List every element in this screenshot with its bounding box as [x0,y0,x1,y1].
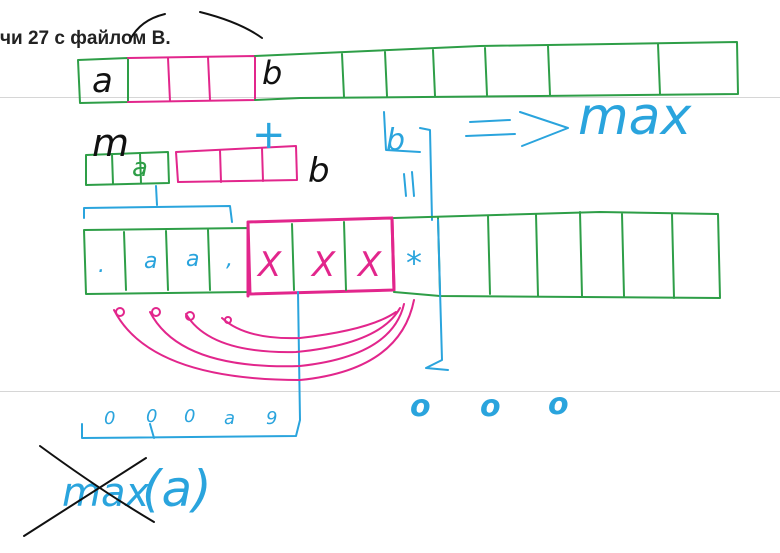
row3-mark: , [226,247,233,272]
page-title: чи 27 с файлом B. [0,28,171,49]
row3-cell-marks: . a a , [98,247,233,278]
cross-out-mark [23,445,155,537]
row2-label-m: m [92,121,129,165]
seq-mark: 9 [266,408,277,429]
row3-star: * [406,244,422,282]
row2-label-b: b [308,151,330,191]
x-mark: X [356,245,382,285]
seq-mark: 0 [184,406,195,427]
x-mark: X [256,245,282,285]
row3-mark: a [144,249,157,274]
crossed-max-arg: (a) [142,460,212,518]
row3-x-marks: X X X [256,245,382,285]
row3-array [81,211,721,439]
row1-label-a: a [92,61,113,101]
bottom-sequence: 0 0 0 a 9 [104,406,277,429]
bottom-dots: o o o [410,387,569,424]
seq-mark: 0 [104,408,115,429]
row1-label-b: b [262,54,282,92]
blue-dot: o [410,389,431,424]
row2-array [83,111,569,223]
blue-dot: o [548,387,569,422]
row1-array [77,11,739,104]
seq-mark: 0 [146,406,157,427]
row3-mark: a [186,247,199,272]
row2-label-max: max [578,87,693,147]
x-mark: X [310,245,336,285]
crossed-max-label: max [62,470,149,516]
row2-label-a: a [132,153,148,183]
divider-line [0,391,780,392]
row3-mark: . [98,253,105,278]
seq-mark: a [224,408,235,429]
row2-label-plus: + [252,112,286,158]
row2-label-b-bracket: b [386,123,405,158]
blue-dot: o [480,389,501,424]
